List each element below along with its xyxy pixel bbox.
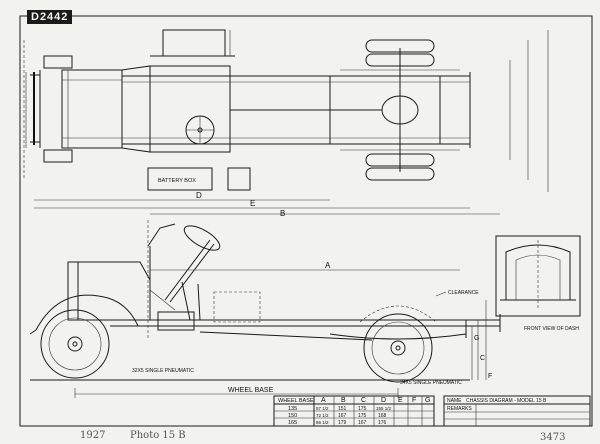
table-cell: 155 1/2 <box>376 406 392 411</box>
col-header-b: B <box>341 397 346 404</box>
brake-lever <box>197 283 201 321</box>
table-cell: 151 <box>338 406 347 412</box>
dim-c-label: C <box>480 355 485 362</box>
dim-e-label: E <box>250 199 255 208</box>
col-header-f: F <box>412 397 416 404</box>
front-fender <box>35 294 139 331</box>
handwritten-year: 1927 <box>80 430 105 441</box>
plan-view: BATTERY BOX D <box>23 29 549 218</box>
col-header-d: D <box>381 397 386 404</box>
table-cell: 167 <box>338 413 347 419</box>
dim-g-label: G <box>474 335 479 342</box>
name-value: CHASSIS DIAGRAM - MODEL 15 B <box>466 398 547 404</box>
remarks-label: REMARKS <box>447 406 472 412</box>
seat-box <box>162 29 226 57</box>
dimension-table: WHEEL BASE A B C D E F G 135 57 1/2 151 … <box>273 395 435 427</box>
wheelbase-label: WHEEL BASE <box>228 387 274 394</box>
name-label: NAME <box>447 398 462 404</box>
table-cell: 167 <box>358 420 367 426</box>
rear-wheel-right-plan <box>365 153 435 167</box>
front-view-dash: FRONT VIEW OF DASH <box>495 235 581 332</box>
rear-wheel-left-plan <box>365 39 435 53</box>
shift-lever <box>181 281 191 321</box>
steering-wheel-side <box>183 225 221 251</box>
cab-area-plan <box>149 65 231 153</box>
table-cell: 176 <box>378 420 387 426</box>
front-wheel <box>40 309 110 379</box>
running-board-box <box>157 311 195 331</box>
table-cell: 175 <box>358 406 367 412</box>
col-header-a: A <box>321 397 326 404</box>
table-cell: 165 <box>288 420 297 426</box>
table-cell: 57 1/2 <box>316 406 329 411</box>
table-cell: 72 1/2 <box>316 413 329 418</box>
radiator-side <box>67 261 79 321</box>
table-cell: 150 <box>288 413 297 419</box>
table-cell: 86 1/2 <box>316 420 329 425</box>
col-header-e: E <box>398 397 403 404</box>
title-block: NAME CHASSIS DIAGRAM - MODEL 15 B REMARK… <box>443 395 591 427</box>
front-wheel-left-plan <box>43 55 73 69</box>
dim-b-label: B <box>280 209 285 218</box>
hood-side <box>67 261 151 321</box>
col-header-c: C <box>361 397 366 404</box>
handwritten-number: 3473 <box>540 432 565 443</box>
dim-a-label: A <box>325 261 331 270</box>
hood-outline <box>61 69 123 149</box>
front-tire-note: 32X5 SINGLE PNEUMATIC <box>132 368 194 374</box>
rear-spring <box>329 333 467 340</box>
front-view-label: FRONT VIEW OF DASH <box>524 326 579 332</box>
rear-fender-clearance <box>359 305 437 323</box>
table-cell: 175 <box>358 413 367 419</box>
rear-tire-note: 34X5 SINGLE PNEUMATIC <box>400 380 462 386</box>
side-view: A G C F WHEEL BASE 32X5 SINGLE PNEUMATIC… <box>29 220 501 398</box>
table-cell: 168 <box>378 413 387 419</box>
col-header-wheelbase: WHEEL BASE <box>278 398 314 404</box>
col-header-g: G <box>425 397 430 404</box>
drawing-number-badge: D2442 <box>27 10 73 24</box>
driveshaft-side <box>199 331 373 341</box>
battery-box-label: BATTERY BOX <box>158 178 196 184</box>
table-cell: 135 <box>288 406 297 412</box>
dim-d-label: D <box>196 191 202 200</box>
table-cell: 179 <box>338 420 347 426</box>
battery-box <box>147 167 213 191</box>
sheet-border <box>19 15 593 427</box>
front-view-frame <box>495 235 581 317</box>
dim-f-label: F <box>488 373 492 380</box>
wheel-clearance-note: CLEARANCE <box>448 290 479 296</box>
handwritten-photo-note: Photo 15 B <box>130 430 186 441</box>
front-wheel-right-plan <box>43 149 73 163</box>
rear-wheel <box>363 313 433 383</box>
